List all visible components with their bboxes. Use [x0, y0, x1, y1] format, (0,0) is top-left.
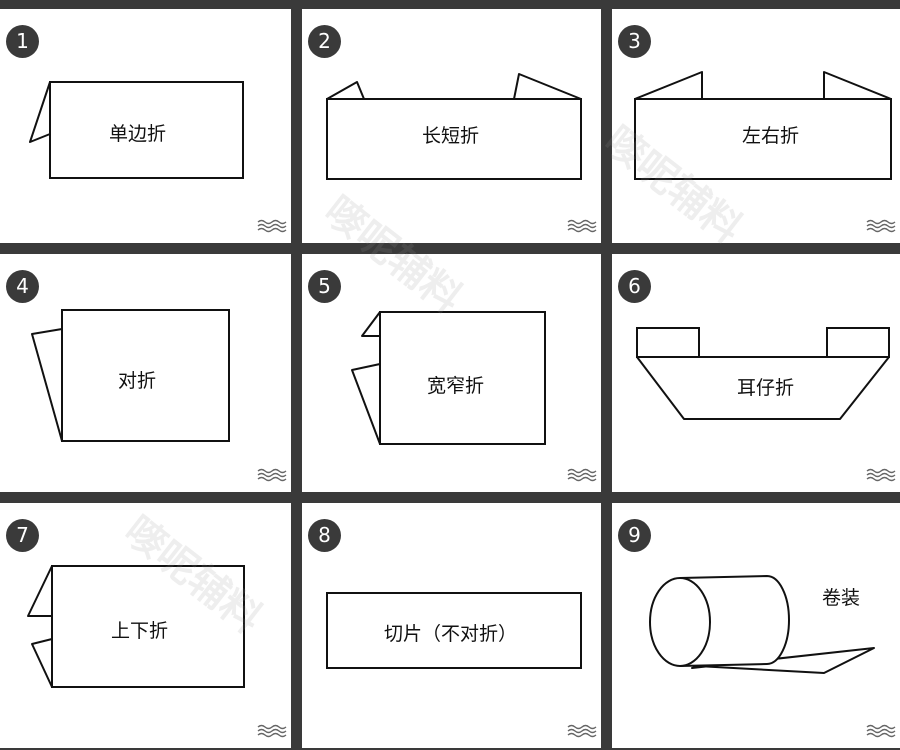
panel-number-badge: 5	[308, 270, 341, 303]
panel-2: 2 长短折	[302, 9, 601, 243]
wave-icon	[567, 724, 597, 738]
wave-icon	[257, 468, 287, 482]
panel-number-badge: 6	[618, 270, 651, 303]
wave-icon	[866, 219, 896, 233]
panel-label: 对折	[118, 370, 157, 392]
panel-label: 宽窄折	[427, 375, 485, 397]
half-fold-shape	[31, 309, 230, 442]
panel-1: 1 单边折	[0, 9, 291, 243]
wave-icon	[257, 724, 287, 738]
panel-7: 7 上下折	[0, 503, 291, 748]
panel-9: 9 卷装	[612, 503, 900, 748]
roll-shape	[649, 574, 875, 674]
wave-icon	[866, 468, 896, 482]
panel-5: 5 宽窄折	[302, 254, 601, 492]
panel-label: 长短折	[422, 125, 480, 147]
panel-8: 8 切片（不对折）	[302, 503, 601, 748]
left-right-fold-shape	[634, 71, 892, 180]
cut-sheet-shape	[326, 592, 582, 669]
panel-label: 左右折	[742, 125, 800, 147]
panel-number-badge: 9	[618, 519, 651, 552]
panel-number-badge: 8	[308, 519, 341, 552]
panel-number-badge: 1	[6, 25, 39, 58]
wave-icon	[866, 724, 896, 738]
wave-icon	[257, 219, 287, 233]
panel-label: 切片（不对折）	[384, 623, 518, 645]
top-bottom-fold-shape	[27, 565, 245, 688]
panel-number-badge: 3	[618, 25, 651, 58]
wide-narrow-fold-shape	[351, 311, 546, 445]
panel-label: 耳仔折	[737, 377, 795, 399]
wave-icon	[567, 468, 597, 482]
long-short-fold-shape	[326, 73, 582, 180]
panel-label: 上下折	[111, 620, 169, 642]
panel-4: 4 对折	[0, 254, 291, 492]
ear-fold-shape	[636, 327, 890, 420]
panel-label: 卷装	[822, 587, 861, 609]
panel-number-badge: 7	[6, 519, 39, 552]
panel-label: 单边折	[109, 123, 167, 145]
panel-number-badge: 4	[6, 270, 39, 303]
panel-3: 3 左右折	[612, 9, 900, 243]
panel-6: 6 耳仔折	[612, 254, 900, 492]
wave-icon	[567, 219, 597, 233]
single-side-fold-shape	[29, 81, 244, 179]
panel-number-badge: 2	[308, 25, 341, 58]
